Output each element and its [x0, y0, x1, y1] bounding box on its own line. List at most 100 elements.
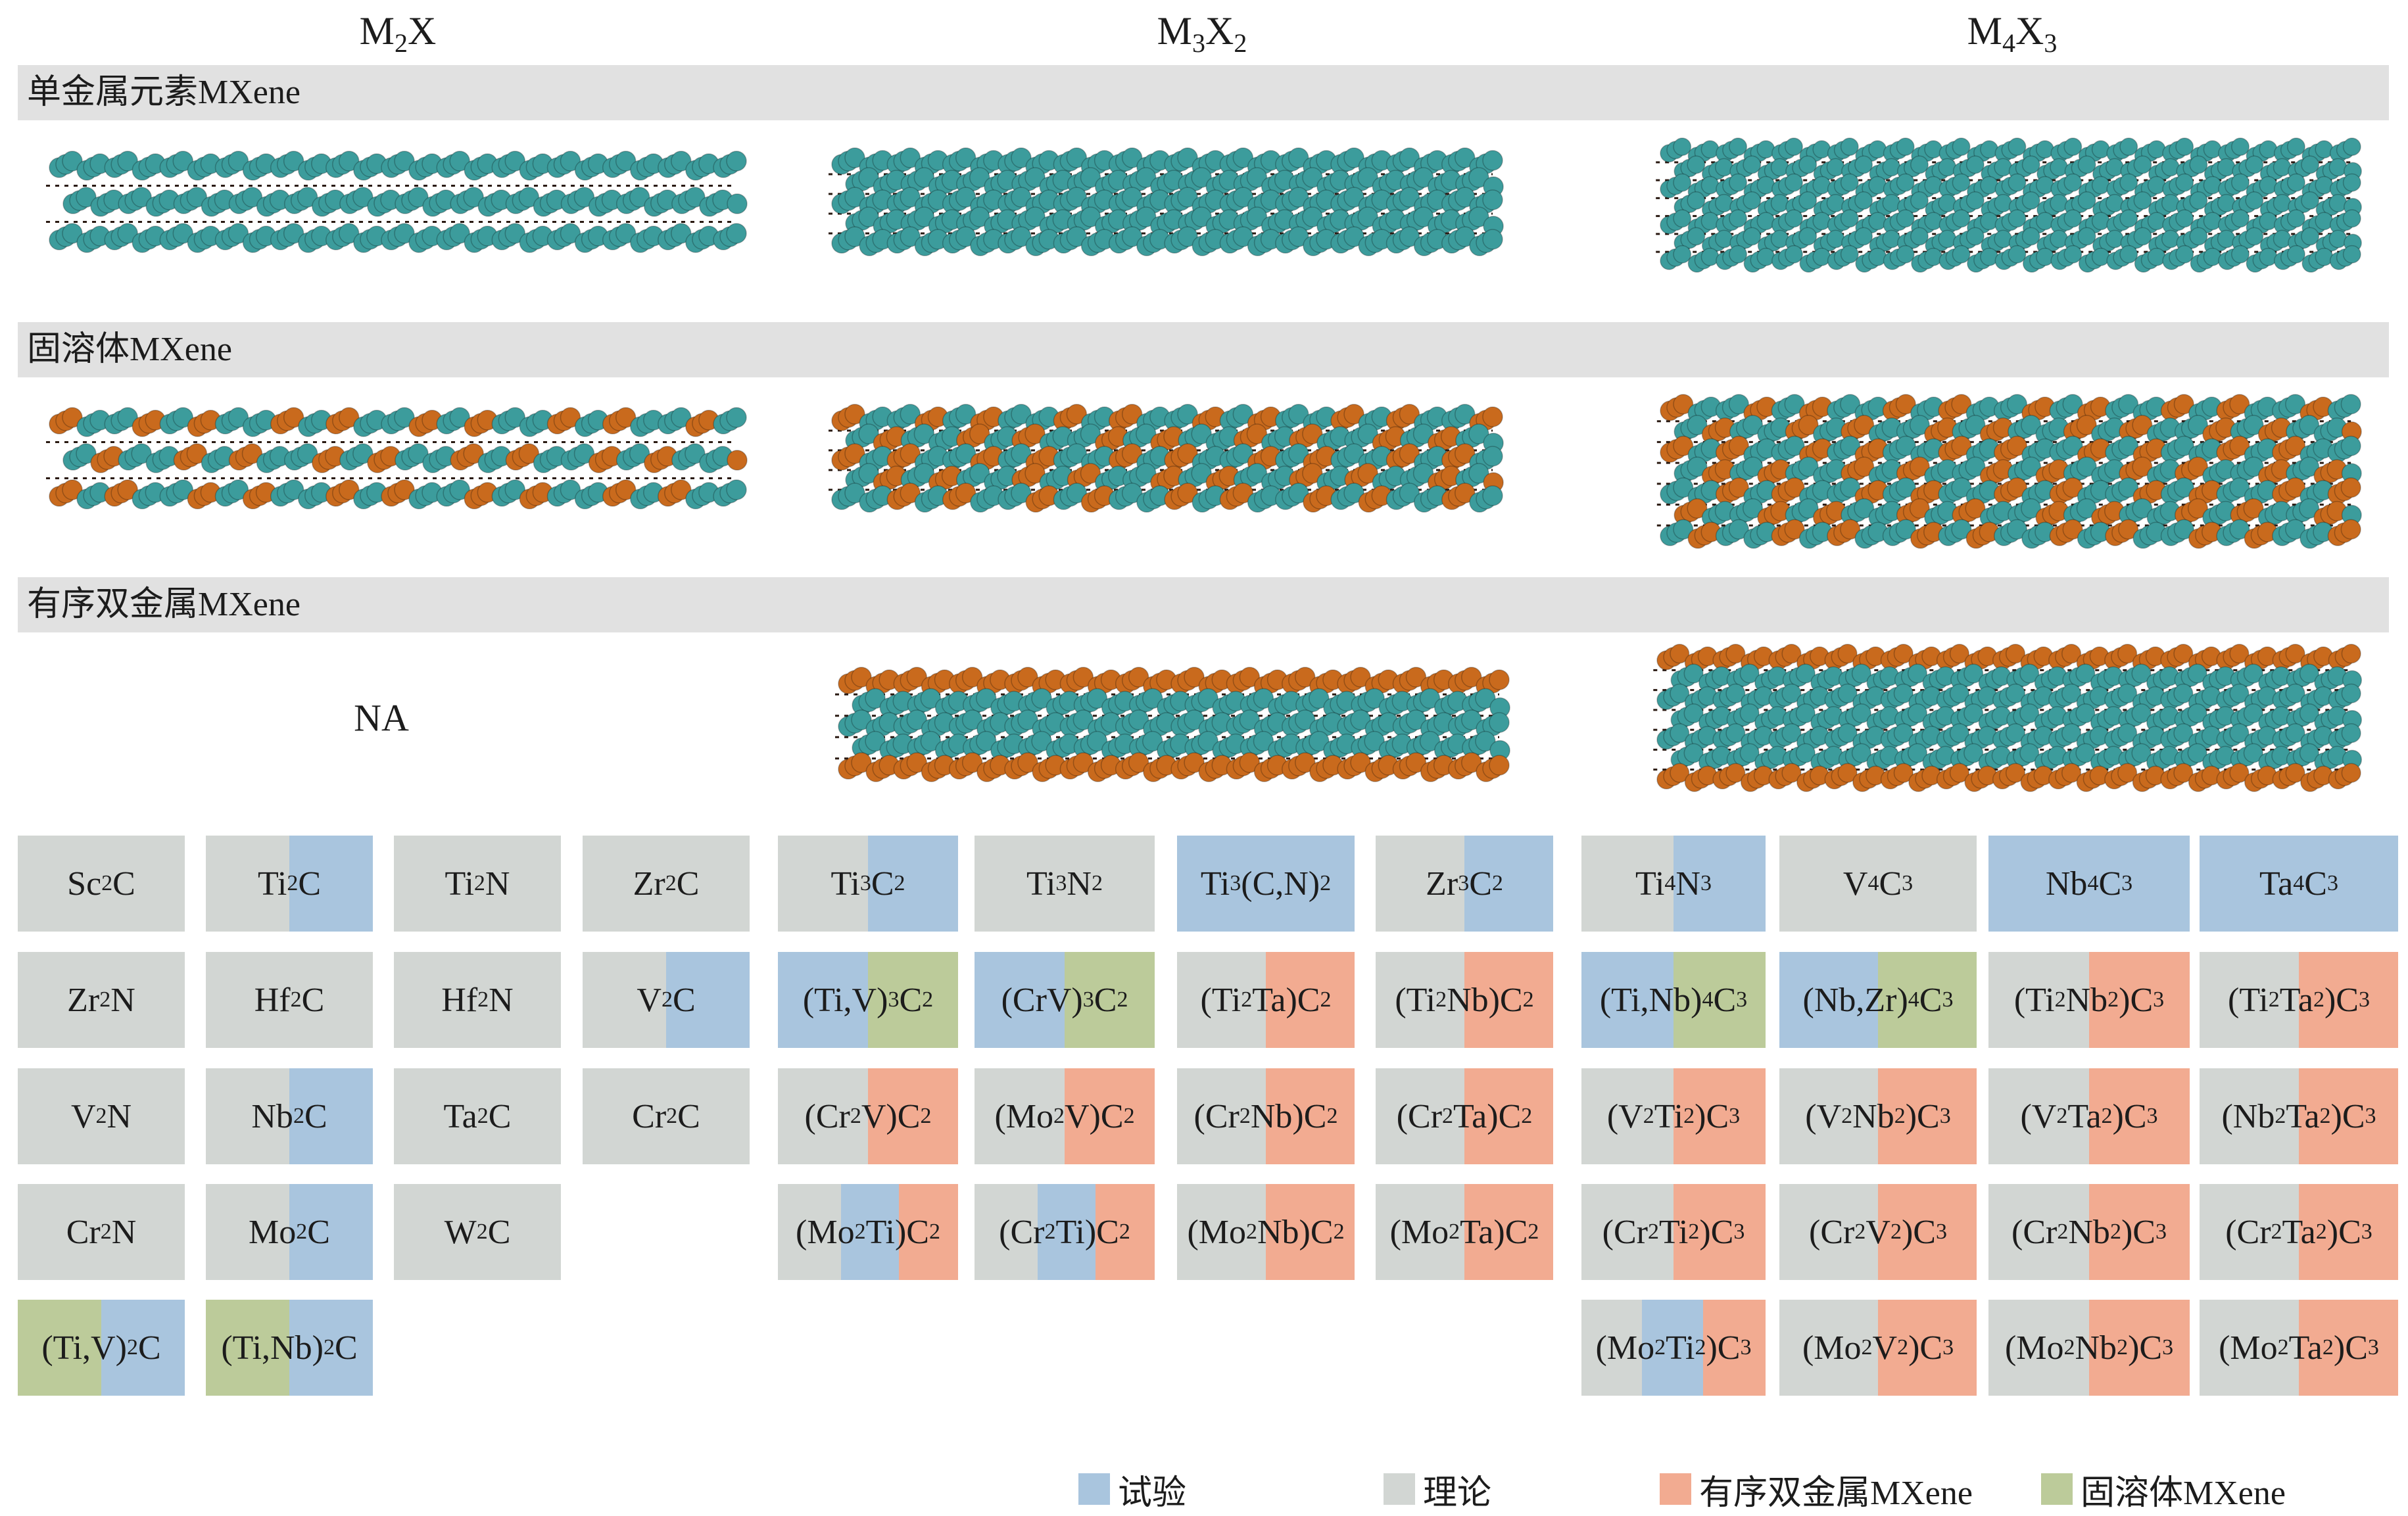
atom [76, 443, 97, 464]
atom [1965, 415, 1986, 436]
formula-part: (Cr [2225, 1213, 2271, 1251]
atom [671, 151, 692, 172]
atom [1895, 435, 1916, 456]
cell-fill-experimental [289, 836, 373, 932]
atom [1673, 519, 1694, 540]
atom [1364, 688, 1385, 709]
atom [1784, 519, 1805, 540]
atom [449, 479, 470, 500]
atom [1455, 404, 1476, 425]
atom [2132, 415, 2153, 436]
structure-ordered-m4x3 [1653, 644, 2363, 792]
formula-part: N [110, 981, 135, 1019]
cell-fill-theoretical [975, 1184, 1038, 1280]
legend-label: 固溶体MXene [2081, 1474, 2286, 1512]
not-applicable-label: NA [354, 696, 409, 740]
atom [1405, 752, 1427, 773]
atom [844, 443, 865, 464]
atom [671, 479, 692, 500]
atom [1965, 498, 1986, 519]
atom [2243, 703, 2263, 724]
atom [1475, 688, 1496, 709]
atom [2077, 155, 2096, 174]
cell-fill-theoretical [18, 952, 185, 1048]
atom [1343, 147, 1364, 168]
atom [1851, 663, 1871, 684]
cell-fill-theoretical [1177, 1184, 1266, 1280]
atom [1343, 483, 1364, 504]
atom [1673, 137, 1692, 156]
atom [1357, 167, 1378, 188]
atom [2063, 245, 2083, 264]
cell-fill-theoretical [975, 1068, 1065, 1164]
formula-part: (Cr [1809, 1213, 1855, 1251]
atom [1184, 752, 1205, 773]
atom [504, 223, 526, 244]
atom [504, 479, 526, 500]
atom [1066, 226, 1088, 247]
cell-fill-theoretical [18, 1068, 185, 1164]
structure-solid-solution-m2x [46, 407, 748, 509]
cell-fill-ordered [2299, 1300, 2398, 1396]
atom [2340, 394, 2361, 415]
atom [339, 407, 360, 428]
cell-fill-experimental [1642, 1300, 1704, 1396]
cell-fill-experimental [840, 1184, 900, 1280]
formula-part: (Ti,Nb) [221, 1329, 324, 1367]
atom [2341, 683, 2361, 703]
formula-part: Ti [1635, 865, 1665, 903]
cell-fill-experimental [1037, 1184, 1096, 1280]
atom [1728, 394, 1749, 415]
atom [976, 688, 997, 709]
atom [1177, 187, 1198, 208]
formula-part: (Mo [1595, 1329, 1655, 1367]
cell-fill-ordered [2089, 1068, 2190, 1164]
atom [1011, 187, 1032, 208]
atom [1295, 752, 1316, 773]
atom [2019, 703, 2040, 724]
atom [2341, 644, 2361, 664]
legend-swatch [1384, 1473, 1415, 1505]
atom [900, 443, 921, 464]
atom [726, 479, 747, 500]
atom [726, 151, 747, 172]
atom [2299, 703, 2319, 724]
atom [1419, 730, 1441, 752]
structure-ordered-m3x2 [835, 667, 1510, 782]
atom [1840, 435, 1861, 456]
atom [961, 752, 983, 773]
atom [2285, 519, 2306, 540]
atom [504, 407, 526, 428]
atom [2006, 477, 2028, 498]
atom [1728, 519, 1749, 540]
atom [2076, 415, 2097, 436]
atom [865, 730, 886, 752]
formula-part: (Cr [804, 1097, 850, 1135]
atom [955, 483, 976, 504]
formula-part: )C [1699, 1213, 1734, 1251]
atom [117, 407, 138, 428]
atom [1343, 404, 1364, 425]
atom [2021, 155, 2040, 174]
atom [1489, 712, 1510, 733]
atom [117, 223, 138, 244]
atom [186, 187, 208, 208]
cell-fill-experimental [289, 1068, 373, 1164]
atom [900, 147, 921, 168]
atom [1687, 227, 1706, 246]
atom [1080, 423, 1101, 444]
atom [629, 443, 650, 464]
formula-part: (CrV) [1001, 981, 1083, 1019]
atom [1343, 187, 1364, 208]
atom [1837, 644, 1858, 664]
